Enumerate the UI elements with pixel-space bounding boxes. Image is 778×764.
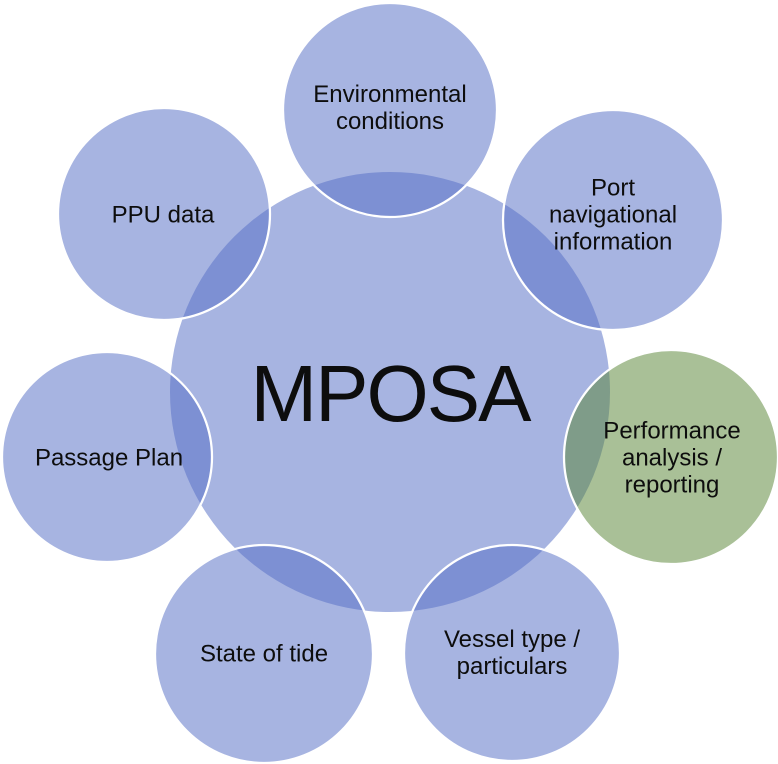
circle-environmental-conditions — [281, 1, 499, 219]
circle-state-of-tide — [153, 543, 375, 764]
circle-performance-analysis-reporting — [562, 348, 778, 566]
circle-passage-plan — [0, 350, 214, 564]
circle-ppu-data — [56, 106, 272, 322]
circle-vessel-type-particulars — [402, 543, 622, 763]
circle-port-navigational-information — [501, 108, 725, 332]
hub-circle-mposa — [170, 172, 610, 612]
